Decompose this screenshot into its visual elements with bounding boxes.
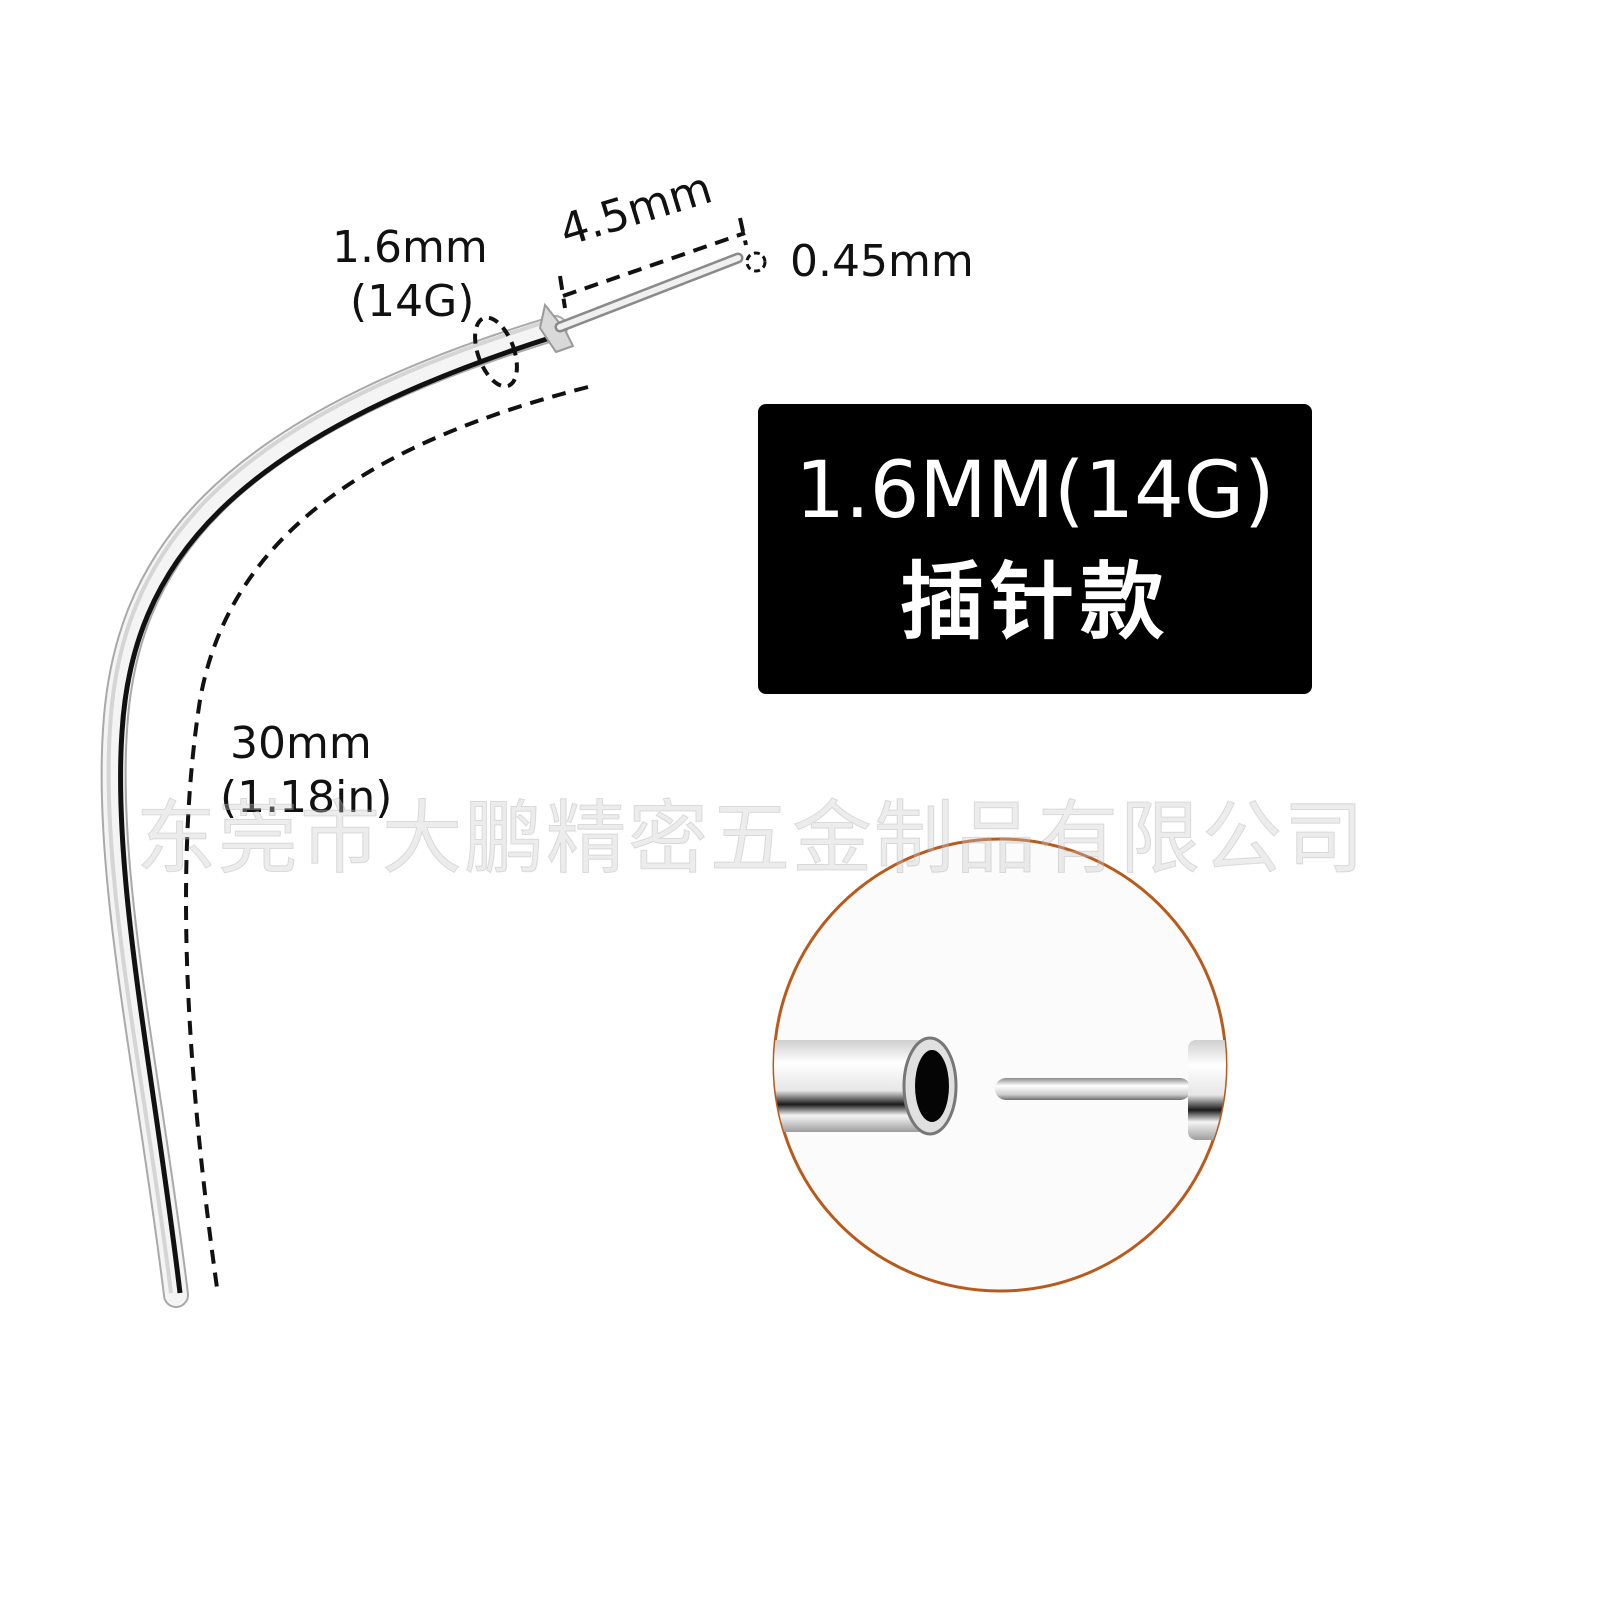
badge-style-text: 插针款 xyxy=(899,553,1170,651)
bar-length-label: 30mm xyxy=(230,718,372,769)
insert-pin xyxy=(554,252,744,333)
dimension-lines xyxy=(184,217,767,1296)
detail-circle xyxy=(772,837,1228,1293)
thickness-gauge-label: (14G) xyxy=(350,276,475,327)
curved-bar xyxy=(100,315,568,1308)
badge-gauge-text: 1.6MM(14G) xyxy=(795,446,1275,536)
pin-diameter-label: 0.45mm xyxy=(790,236,974,287)
bar-length-inch-label: (1.18in) xyxy=(220,772,393,823)
gauge-badge: 1.6MM(14G) 插针款 xyxy=(758,404,1312,694)
company-watermark: 东莞市大鹏精密五金制品有限公司 xyxy=(136,792,1366,886)
thickness-label: 1.6mm xyxy=(332,222,488,273)
